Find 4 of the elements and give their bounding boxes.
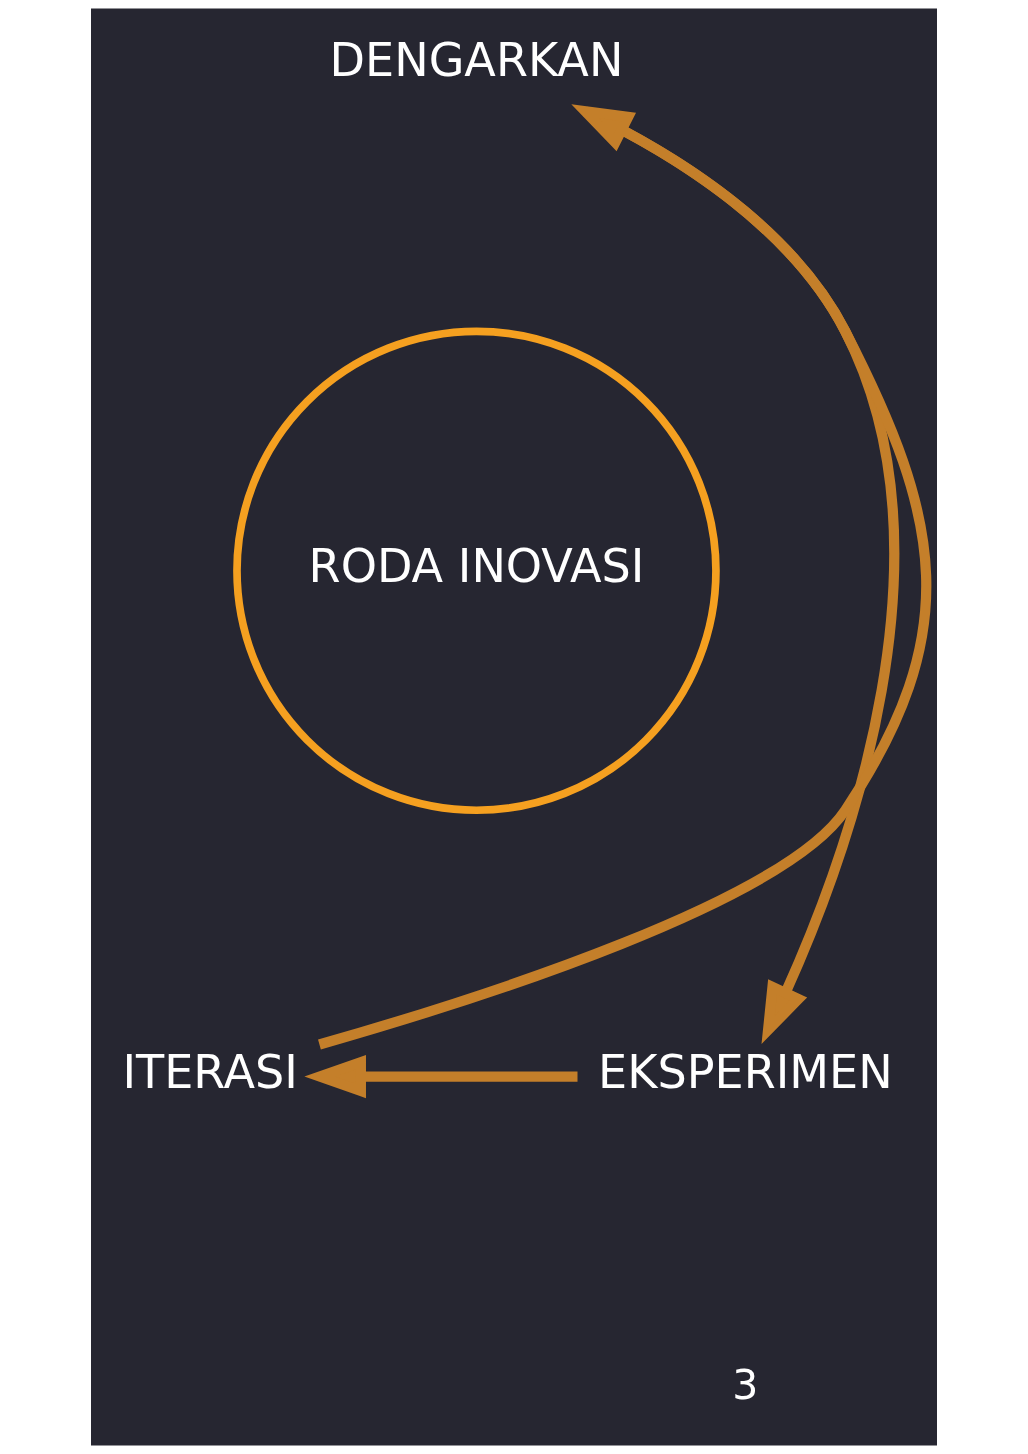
node-text: ITERASI bbox=[122, 1044, 298, 1099]
label: 3 bbox=[732, 1360, 759, 1409]
node-text: EKSPERIMEN bbox=[598, 1044, 893, 1099]
node-text: DENGARKAN bbox=[329, 33, 624, 88]
